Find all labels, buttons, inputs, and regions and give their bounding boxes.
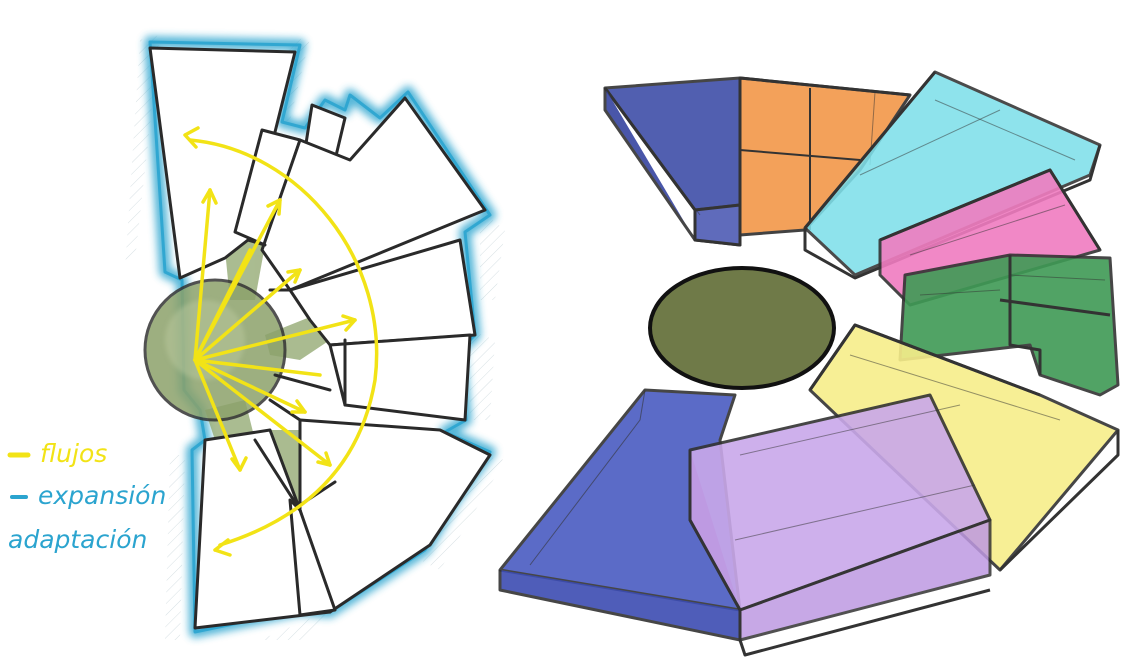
legend-flows-label: flujos: [40, 439, 107, 468]
legend-adaptation-label: adaptación: [8, 525, 147, 554]
block-navy: [605, 78, 740, 245]
room-east-b: [330, 335, 470, 420]
volume-model: [500, 72, 1118, 655]
plan-sketch: flujos expansión adaptación: [8, 35, 505, 640]
central-plaza: [650, 268, 834, 388]
legend: flujos expansión adaptación: [8, 439, 166, 554]
legend-expansion-label: expansión: [38, 481, 166, 510]
